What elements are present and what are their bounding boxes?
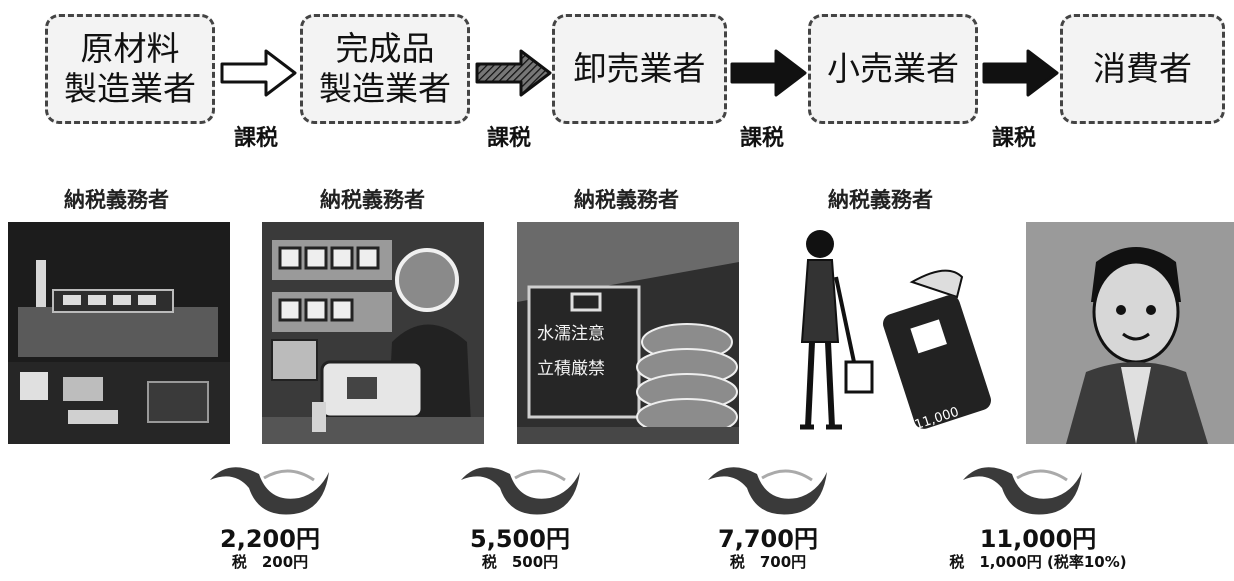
stage-label-line: 卸売業者 [573,49,706,88]
transaction-price: 5,500円 [470,525,570,553]
transaction-tax: 税 700円 [729,553,807,571]
stage-label-line: 完成品 [335,29,435,68]
shopper-illustration: 11,000 [772,222,994,444]
factory-illustration [8,222,230,444]
stage-retailer: 小売業者 [808,14,978,124]
sewing-workshop-illustration [262,222,484,444]
money-exchange-icon [963,467,1082,515]
transaction-price: 2,200円 [220,525,320,553]
warehouse-sign-line: 水濡注意 [537,324,605,344]
stage-finished-goods-manufacturer: 完成品 製造業者 [300,14,470,124]
money-exchange-icon [210,467,329,515]
transaction-price: 7,700円 [718,525,818,553]
money-exchange-icon [708,467,827,515]
taxpayer-label: 納税義務者 [574,188,679,212]
stage-label-line: 原材料 [80,29,180,68]
arrow-right-solid-icon [730,49,807,97]
taxpayer-label: 納税義務者 [828,188,933,212]
taxpayer-label: 納税義務者 [320,188,425,212]
warehouse-illustration: 水濡注意 立積厳禁 [517,222,739,444]
transaction-tax: 税 1,000円 (税率10%) [949,553,1127,571]
arrow-right-solid-icon [982,49,1059,97]
taxation-label: 課税 [487,126,532,151]
transaction-price: 11,000円 [979,525,1097,553]
stage-label-line: 小売業者 [827,49,959,88]
transaction-tax: 税 200円 [231,553,309,571]
taxpayer-label: 納税義務者 [64,188,169,212]
stage-consumer: 消費者 [1060,14,1225,124]
transaction-tax: 税 500円 [481,553,559,571]
stage-label-line: 消費者 [1093,49,1192,88]
warehouse-sign-line: 立積厳禁 [537,359,605,379]
arrow-right-outline-icon [220,49,297,97]
taxation-label: 課税 [740,126,785,151]
consumer-illustration [1026,222,1234,444]
stage-label-line: 製造業者 [64,69,196,108]
taxation-label: 課税 [992,126,1037,151]
stage-label-line: 製造業者 [319,69,451,108]
money-exchange-icon [461,467,580,515]
arrow-right-hatched-icon [475,49,552,97]
stage-raw-material-manufacturer: 原材料 製造業者 [45,14,215,124]
stage-wholesaler: 卸売業者 [552,14,727,124]
taxation-label: 課税 [234,126,279,151]
